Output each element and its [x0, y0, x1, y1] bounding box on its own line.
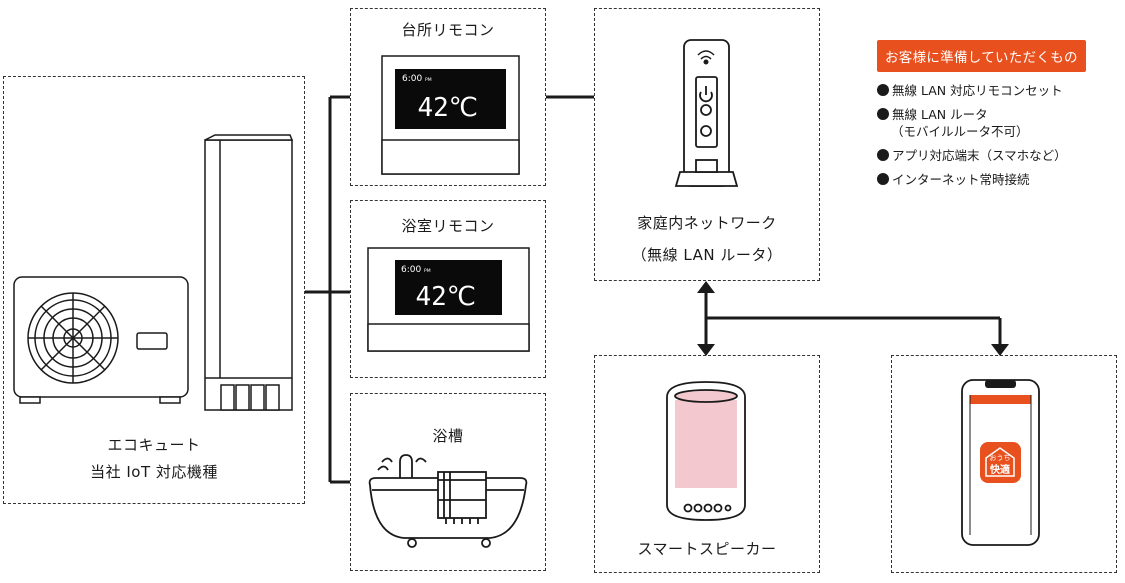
smartphone-icon: おうち 快適	[961, 379, 1040, 546]
bathtub-icon	[368, 454, 528, 548]
kitchen-remote-time: 6:00	[402, 74, 422, 84]
connector-lines	[305, 95, 1002, 484]
requirements-legend: お客様に準備していただくもの 無線 LAN 対応リモコンセット 無線 LAN ル…	[877, 40, 1117, 195]
legend-item-text: 無線 LAN ルータ	[892, 107, 988, 122]
bathtub-box	[350, 393, 546, 571]
ecocute-label-line2: 当社 IoT 対応機種	[90, 463, 218, 481]
legend-title: お客様に準備していただくもの	[877, 40, 1086, 72]
legend-item-text: 無線 LAN 対応リモコンセット	[892, 83, 1063, 98]
arrow-down-smartphone	[991, 344, 1009, 356]
legend-list: 無線 LAN 対応リモコンセット 無線 LAN ルータ （モバイルルータ不可） ア…	[877, 82, 1117, 188]
bath-remote-ampm: PM	[424, 268, 431, 274]
bath-remote-label: 浴室リモコン	[401, 217, 495, 235]
kitchen-remote-box	[350, 8, 546, 186]
kitchen-remote-icon: 6:00 PM 42℃	[381, 55, 520, 175]
smart-speaker-icon	[666, 381, 746, 521]
speaker-label: スマートスピーカー	[637, 540, 777, 558]
legend-item-subtext: （モバイルルータ不可）	[891, 124, 1029, 139]
legend-item: 無線 LAN 対応リモコンセット	[877, 82, 1117, 99]
router-icon	[674, 39, 739, 187]
router-label-line1: 家庭内ネットワーク	[637, 214, 777, 232]
kitchen-remote-label: 台所リモコン	[401, 21, 495, 39]
ecocute-label: エコキュート 当社 IoT 対応機種	[3, 432, 305, 486]
storage-tank-icon	[204, 134, 294, 411]
legend-item: アプリ対応端末（スマホなど）	[877, 147, 1117, 164]
legend-item-text: アプリ対応端末（スマホなど）	[892, 148, 1067, 163]
heat-pump-unit-icon	[13, 276, 189, 404]
legend-item-text: インターネット常時接続	[892, 172, 1030, 187]
ecocute-label-line1: エコキュート	[107, 436, 201, 454]
kitchen-remote-ampm: PM	[425, 77, 432, 83]
bullet-icon	[877, 108, 889, 120]
bath-remote-icon: 6:00 PM 42℃	[367, 247, 530, 352]
bath-remote-temp: 42℃	[415, 282, 476, 312]
bath-remote-time: 6:00	[401, 265, 421, 275]
bullet-icon	[877, 149, 889, 161]
ecocute-box	[3, 76, 305, 504]
bullet-icon	[877, 84, 889, 96]
bath-remote-box	[350, 200, 546, 378]
arrow-heads	[697, 281, 1009, 356]
router-label-line2: （無線 LAN ルータ）	[631, 246, 783, 264]
router-box	[594, 8, 820, 281]
bullet-icon	[877, 173, 889, 185]
app-icon-line1: おうち	[990, 454, 1011, 462]
kitchen-remote-temp: 42℃	[417, 93, 478, 123]
arrow-down-speaker	[697, 344, 715, 356]
legend-item: インターネット常時接続	[877, 171, 1117, 188]
speaker-box	[594, 355, 820, 573]
router-label: 家庭内ネットワーク （無線 LAN ルータ）	[594, 207, 820, 271]
arrow-up-router	[697, 281, 715, 293]
smartphone-box	[891, 355, 1117, 573]
legend-item: 無線 LAN ルータ （モバイルルータ不可）	[877, 106, 1117, 140]
app-icon-line2: 快適	[989, 463, 1010, 476]
bathtub-label: 浴槽	[432, 427, 464, 445]
